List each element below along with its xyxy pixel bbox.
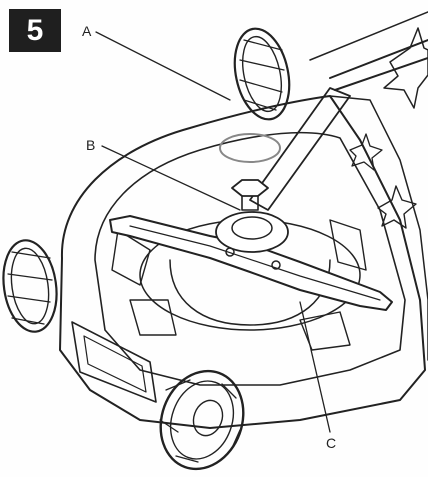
deck-baffles bbox=[111, 219, 367, 351]
step-number-badge: 5 bbox=[9, 9, 61, 52]
leader-line-b bbox=[101, 145, 241, 211]
deck-inner-rim bbox=[94, 131, 406, 386]
leader-line-a bbox=[95, 31, 231, 101]
wheel-front-bottom bbox=[159, 369, 245, 471]
callout-label-a: A bbox=[82, 23, 92, 39]
wheel-rear-top bbox=[233, 27, 291, 121]
wheel-front-left bbox=[2, 239, 58, 333]
star-decal-side bbox=[377, 185, 417, 229]
deck-side-plate bbox=[329, 95, 428, 361]
leader-line-c bbox=[299, 301, 331, 433]
discharge-box bbox=[71, 321, 157, 403]
handle-bars bbox=[309, 11, 428, 91]
spring-washer bbox=[219, 133, 281, 163]
callout-label-b: B bbox=[86, 137, 95, 153]
blade-hole-right bbox=[271, 260, 281, 270]
discharge-box-inner bbox=[83, 335, 147, 393]
blade-edge bbox=[129, 225, 381, 301]
star-decal bbox=[383, 27, 428, 109]
star-decal-side-2 bbox=[349, 133, 383, 171]
motor-mount-arm bbox=[249, 87, 351, 211]
blade-adapter-inner bbox=[231, 216, 273, 240]
blade-adapter bbox=[215, 211, 289, 253]
blade-bolt-shank bbox=[241, 195, 259, 211]
callout-label-c: C bbox=[326, 435, 336, 451]
deck-shell bbox=[59, 95, 426, 429]
